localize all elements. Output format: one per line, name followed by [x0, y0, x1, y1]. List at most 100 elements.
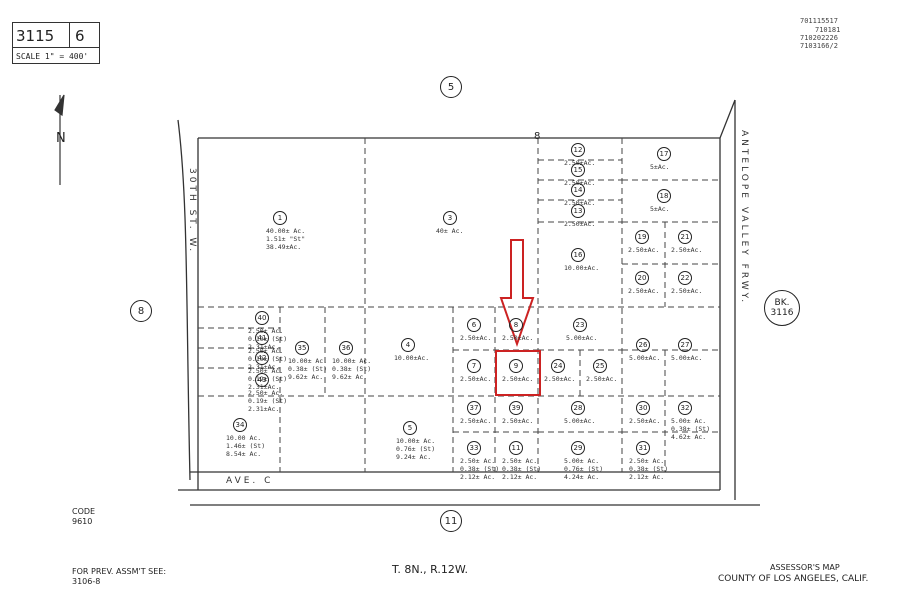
parcel-area-41-0: 2.50± Ac.	[248, 347, 284, 355]
parcel-area-11-0: 2.50± Ac.	[502, 457, 538, 465]
parcel-number-39[interactable]: 39	[509, 401, 523, 415]
parcel-area-41-2: 2.31±Ac.	[248, 363, 280, 371]
stamp-4: 7103166/2	[800, 42, 838, 50]
prev-assessment-label: FOR PREV. ASSM'T SEE:	[72, 567, 167, 576]
stamp-3: 710202226	[800, 34, 838, 42]
parcel-area-29-0: 5.00± Ac.	[564, 457, 600, 465]
stamp-2: 710181	[815, 26, 841, 34]
parcel-area-18-0: 5±Ac.	[650, 205, 670, 213]
parcel-number-32[interactable]: 32	[678, 401, 692, 415]
parcel-area-35-0: 10.00± Ac.	[288, 357, 328, 365]
parcel-area-36-1: 0.38± (St)	[332, 365, 372, 373]
highlight-arrow-icon	[495, 239, 541, 396]
parcel-number-22[interactable]: 22	[678, 271, 692, 285]
parcel-area-5-1: 0.76± (St)	[396, 445, 436, 453]
parcel-number-5[interactable]: 5	[403, 421, 417, 435]
parcel-number-6[interactable]: 6	[467, 318, 481, 332]
parcel-number-15[interactable]: 15	[571, 163, 585, 177]
parcel-number-41[interactable]: 41	[255, 331, 269, 345]
adjacent-book-east[interactable]: BK. 3116	[764, 290, 800, 326]
parcel-number-12[interactable]: 12	[571, 143, 585, 157]
adjacent-page-south[interactable]: 11	[440, 510, 462, 532]
parcel-number-16[interactable]: 16	[571, 248, 585, 262]
parcel-area-31-2: 2.12± Ac.	[629, 473, 665, 481]
road-east-label: ANTELOPE VALLEY FRWY.	[739, 130, 749, 306]
parcel-area-33-2: 2.12± Ac.	[460, 473, 496, 481]
parcel-area-43-0: 2.50± Ac.	[248, 389, 284, 397]
corner-label: 8	[534, 131, 541, 142]
parcel-number-25[interactable]: 25	[593, 359, 607, 373]
parcel-area-13-0: 2.50±Ac.	[564, 220, 596, 228]
parcel-area-35-2: 9.62± Ac.	[288, 373, 324, 381]
parcel-number-9[interactable]: 9	[509, 359, 523, 373]
parcel-number-20[interactable]: 20	[635, 271, 649, 285]
parcel-number-37[interactable]: 37	[467, 401, 481, 415]
parcel-number-21[interactable]: 21	[678, 230, 692, 244]
parcel-area-9-0: 2.50±Ac.	[502, 375, 534, 383]
parcel-number-3[interactable]: 3	[443, 211, 457, 225]
parcel-number-27[interactable]: 27	[678, 338, 692, 352]
parcel-area-43-2: 2.31±Ac.	[248, 405, 280, 413]
parcel-number-8[interactable]: 8	[509, 318, 523, 332]
parcel-area-14-0: 2.50±Ac.	[564, 199, 596, 207]
parcel-number-30[interactable]: 30	[636, 401, 650, 415]
parcel-area-37-0: 2.50±Ac.	[460, 417, 492, 425]
county-label: COUNTY OF LOS ANGELES, CALIF.	[718, 574, 869, 584]
parcel-area-7-0: 2.50±Ac.	[460, 375, 492, 383]
parcel-area-25-0: 2.50±Ac.	[586, 375, 618, 383]
parcel-area-1-0: 40.00± Ac.	[266, 227, 306, 235]
map-scale: SCALE 1" = 400'	[16, 52, 89, 61]
parcel-number-17[interactable]: 17	[657, 147, 671, 161]
parcel-area-35-1: 0.38± (St)	[288, 365, 328, 373]
adjacent-page-west[interactable]: 8	[130, 300, 152, 322]
road-west-label: 30TH ST. W.	[187, 168, 197, 255]
parcel-number-7[interactable]: 7	[467, 359, 481, 373]
map-tag: 3115 6 SCALE 1" = 400'	[12, 22, 100, 64]
parcel-area-21-0: 2.50±Ac.	[671, 246, 703, 254]
parcel-number-13[interactable]: 13	[571, 204, 585, 218]
parcel-number-40[interactable]: 40	[255, 311, 269, 325]
parcel-area-36-2: 9.62± Ac.	[332, 373, 368, 381]
parcel-number-23[interactable]: 23	[573, 318, 587, 332]
parcel-area-40-2: 2.31±Ac.	[248, 343, 280, 351]
parcel-number-24[interactable]: 24	[551, 359, 565, 373]
parcel-number-33[interactable]: 33	[467, 441, 481, 455]
township-label: T. 8N., R.12W.	[392, 563, 468, 576]
parcel-area-5-0: 10.00± Ac.	[396, 437, 436, 445]
parcel-area-5-2: 9.24± Ac.	[396, 453, 432, 461]
parcel-number-1[interactable]: 1	[273, 211, 287, 225]
parcel-number-28[interactable]: 28	[571, 401, 585, 415]
parcel-area-19-0: 2.50±Ac.	[628, 246, 660, 254]
parcel-number-4[interactable]: 4	[401, 338, 415, 352]
parcel-number-42[interactable]: 42	[255, 351, 269, 365]
north-arrow-icon	[54, 94, 65, 185]
parcel-area-3-0: 40± Ac.	[436, 227, 464, 235]
code-value: 9610	[72, 517, 93, 526]
parcel-area-33-0: 2.50± Ac.	[460, 457, 496, 465]
parcel-area-40-0: 2.50± Ac.	[248, 327, 284, 335]
parcel-area-29-1: 0.76± (St)	[564, 465, 604, 473]
parcel-number-36[interactable]: 36	[339, 341, 353, 355]
parcel-area-1-2: 38.49±Ac.	[266, 243, 302, 251]
parcel-number-29[interactable]: 29	[571, 441, 585, 455]
parcel-area-34-2: 8.54± Ac.	[226, 450, 262, 458]
parcel-area-11-1: 0.38± (St)	[502, 465, 542, 473]
parcel-number-19[interactable]: 19	[635, 230, 649, 244]
parcel-area-31-1: 0.38± (St)	[629, 465, 669, 473]
parcel-number-43[interactable]: 43	[255, 373, 269, 387]
parcel-number-31[interactable]: 31	[636, 441, 650, 455]
parcel-number-14[interactable]: 14	[571, 183, 585, 197]
parcel-number-26[interactable]: 26	[636, 338, 650, 352]
parcel-number-35[interactable]: 35	[295, 341, 309, 355]
adjacent-page-north[interactable]: 5	[440, 76, 462, 98]
parcel-number-34[interactable]: 34	[233, 418, 247, 432]
parcel-area-26-0: 5.00±Ac.	[629, 354, 661, 362]
parcel-area-17-0: 5±Ac.	[650, 163, 670, 171]
parcel-number-11[interactable]: 11	[509, 441, 523, 455]
stamp-1: 701115517	[800, 17, 838, 25]
parcel-area-32-2: 4.62± Ac.	[671, 433, 707, 441]
parcel-area-33-1: 0.38± (St)	[460, 465, 500, 473]
north-label: N	[56, 131, 66, 146]
parcel-number-18[interactable]: 18	[657, 189, 671, 203]
